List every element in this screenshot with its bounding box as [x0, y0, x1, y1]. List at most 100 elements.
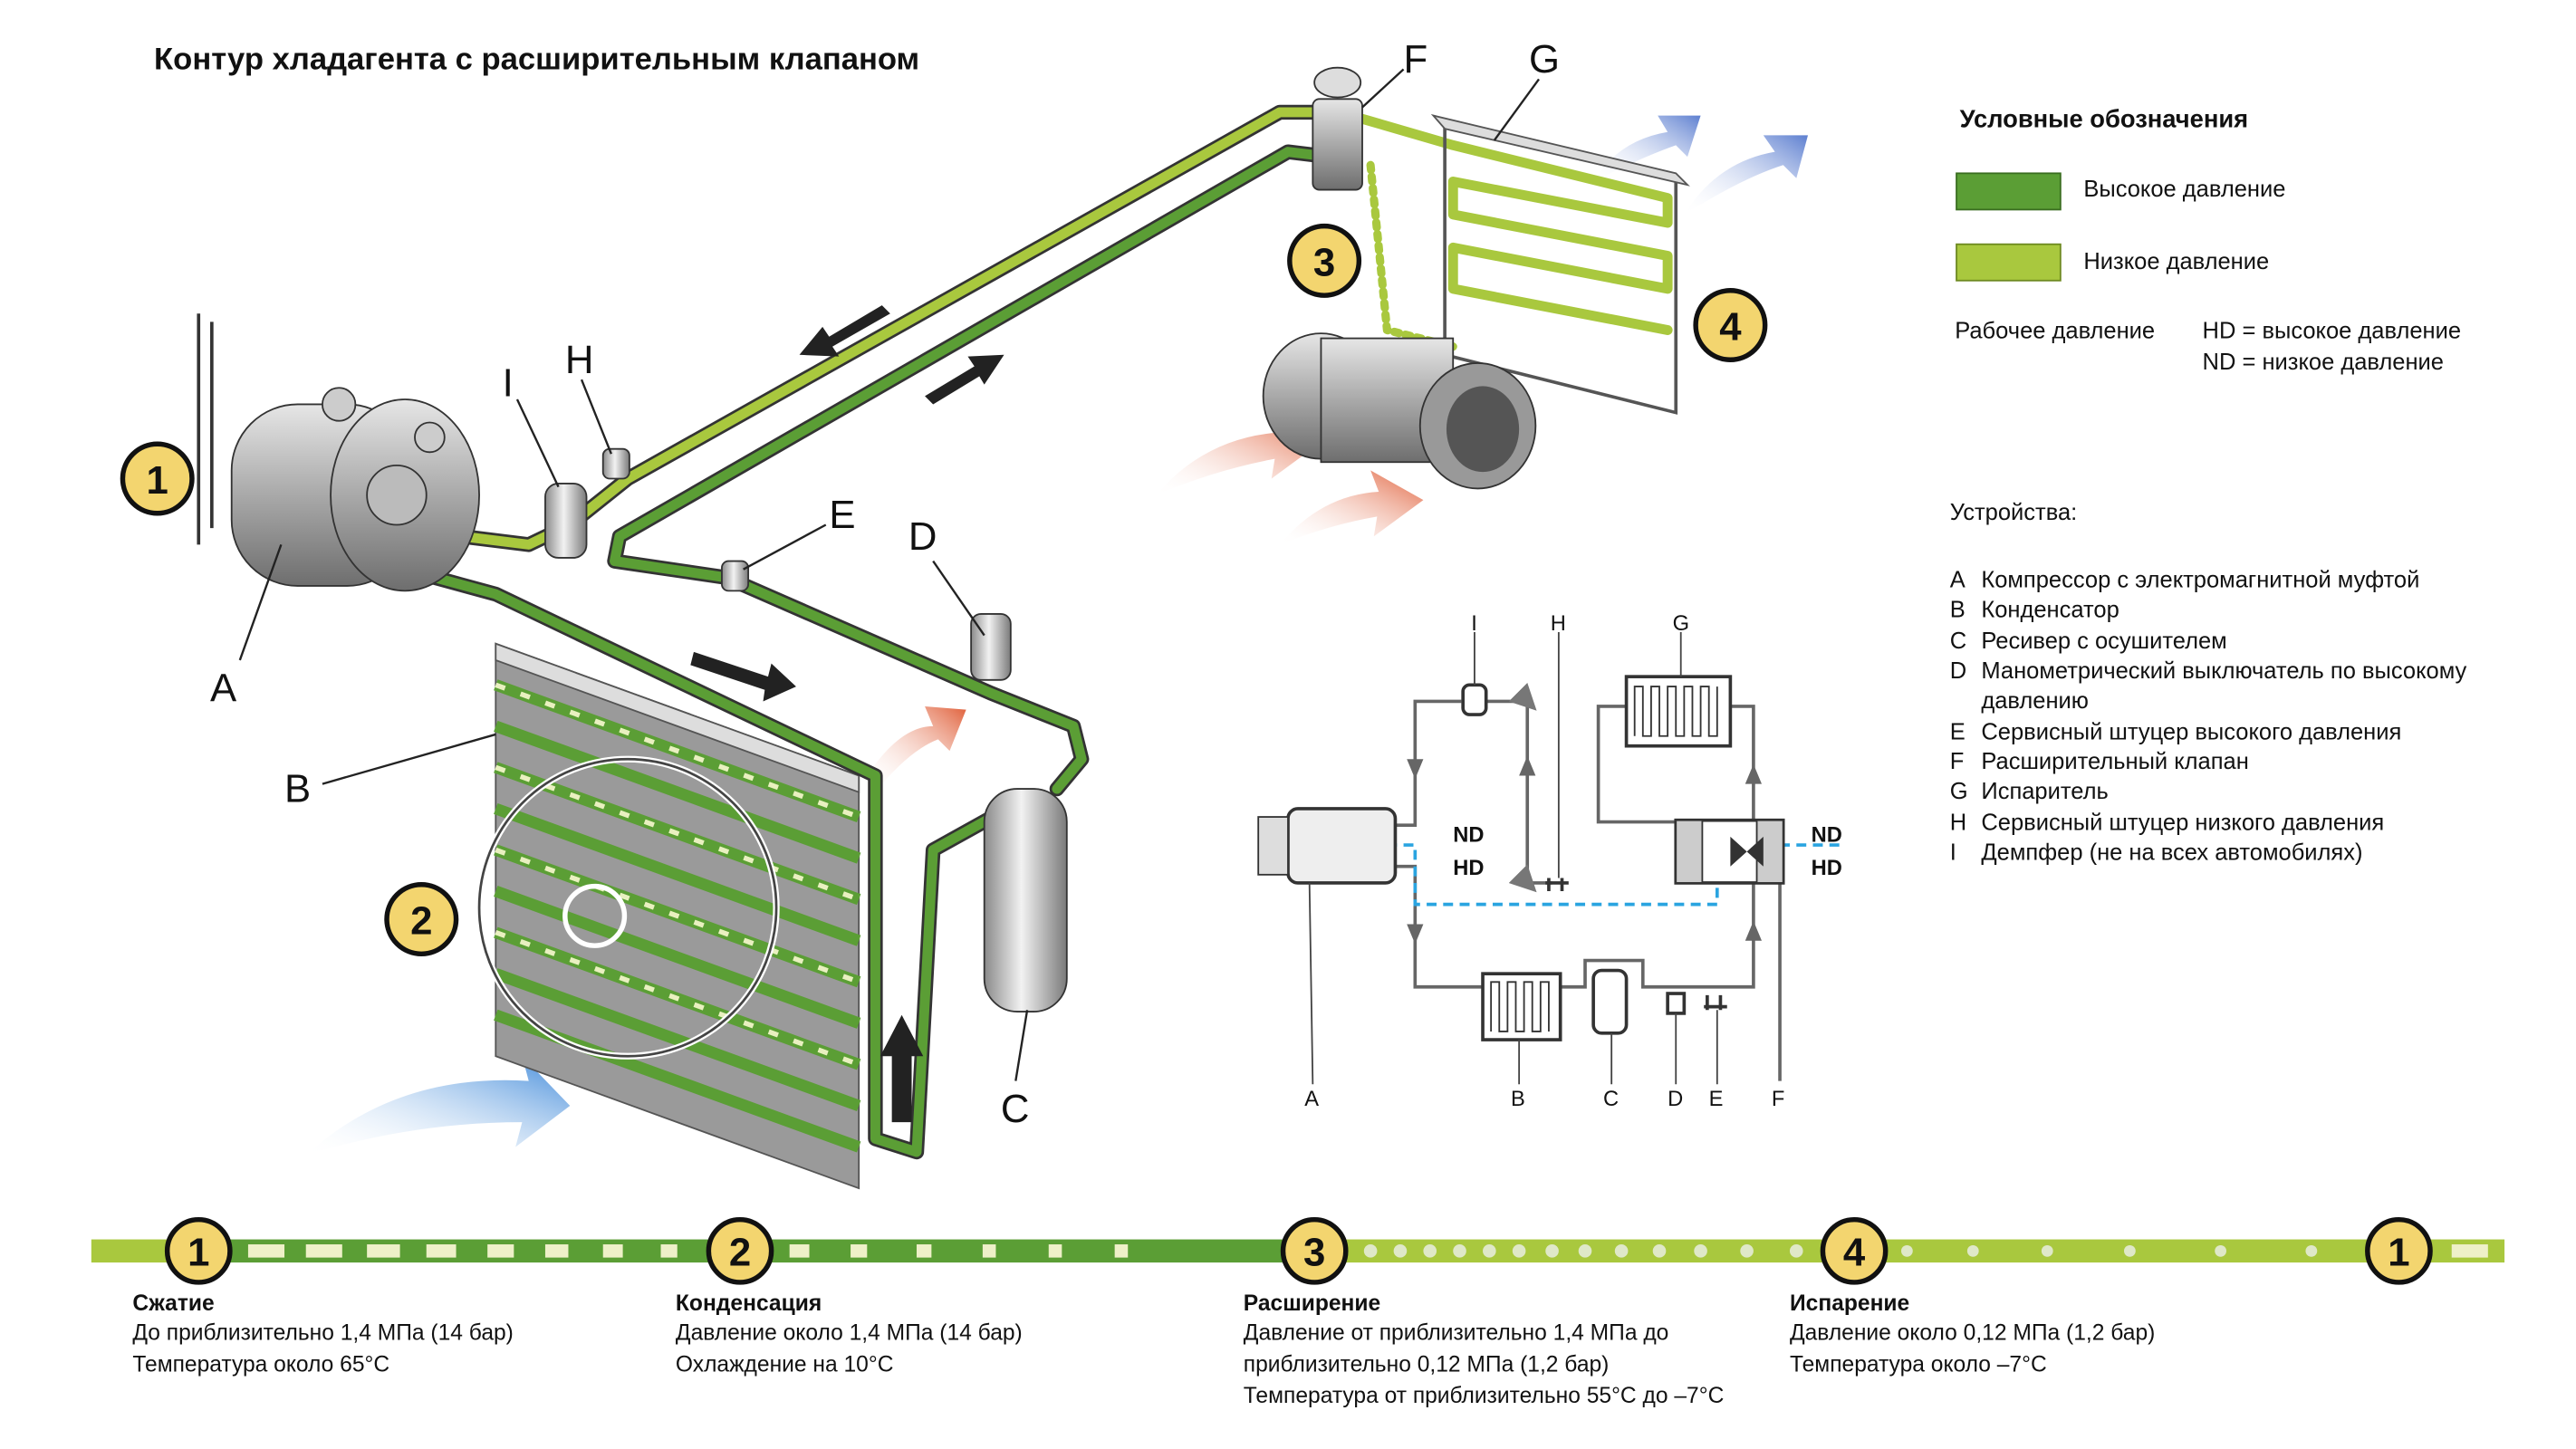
hd-label-left: HD — [1453, 857, 1484, 880]
label-c: C — [1001, 1087, 1030, 1131]
schematic-label-e: E — [1709, 1088, 1724, 1111]
svg-text:Расширение: Расширение — [1244, 1291, 1380, 1316]
stage-evaporation: Испарение Давление около 0,12 МПа (1,2 б… — [1790, 1291, 2155, 1377]
label-g: G — [1529, 37, 1560, 82]
svg-text:C: C — [1950, 629, 1966, 654]
svg-text:Ресивер с осушителем: Ресивер с осушителем — [1981, 629, 2226, 654]
label-a: A — [210, 666, 237, 710]
svg-text:Температура около 65°C: Температура около 65°C — [132, 1352, 389, 1377]
stage-badge-2: 2 — [706, 1216, 774, 1285]
low-pressure-service-port — [601, 447, 630, 480]
cold-air-arrow — [1684, 135, 1809, 215]
working-pressure-label: Рабочее давление — [1955, 319, 2155, 344]
svg-text:3: 3 — [1303, 1231, 1325, 1275]
svg-text:Давление от приблизительно 1,4: Давление от приблизительно 1,4 МПа до — [1244, 1321, 1669, 1346]
expansion-valve — [1312, 98, 1363, 191]
svg-text:давлению: давлению — [1981, 688, 2089, 714]
svg-text:A: A — [1950, 568, 1966, 593]
stage-badge-3: 3 — [1280, 1216, 1349, 1285]
device-item: B Конденсатор — [1950, 598, 2119, 623]
flow-arrow — [925, 354, 1004, 405]
svg-text:1: 1 — [147, 458, 168, 503]
svg-text:3: 3 — [1313, 240, 1335, 284]
high-pressure-label: Высокое давление — [2083, 177, 2285, 202]
blower — [1262, 332, 1537, 490]
device-item: I Демпфер (не на всех автомобилях) — [1950, 840, 2363, 865]
svg-text:4: 4 — [1843, 1231, 1866, 1275]
label-i: I — [503, 360, 514, 405]
evaporator — [1430, 114, 1690, 415]
stage-badge-4: 4 — [1820, 1216, 1889, 1285]
svg-text:Температура около –7°C: Температура около –7°C — [1790, 1352, 2047, 1377]
hd-label-right: HD — [1812, 857, 1842, 880]
svg-text:Демпфер (не на всех автомобиля: Демпфер (не на всех автомобилях) — [1981, 840, 2362, 865]
svg-text:E: E — [1950, 719, 1966, 744]
svg-text:1: 1 — [187, 1231, 209, 1275]
schematic-label-d: D — [1668, 1088, 1683, 1111]
high-pressure-swatch — [1956, 172, 2062, 211]
device-item: G Испаритель — [1950, 779, 2109, 804]
svg-text:До приблизительно 1,4 МПа (14: До приблизительно 1,4 МПа (14 бар) — [132, 1321, 514, 1346]
low-pressure-swatch — [1956, 243, 2062, 282]
device-item: A Компрессор с электромагнитной муфтой — [1950, 568, 2420, 593]
svg-text:I: I — [1950, 840, 1956, 865]
nd-definition: ND = низкое давление — [2203, 350, 2444, 375]
schematic-label-f: F — [1772, 1088, 1784, 1111]
svg-text:Охлаждение на 10°C: Охлаждение на 10°C — [676, 1352, 894, 1377]
label-b: B — [284, 767, 311, 811]
stage-expansion: Расширение Давление от приблизительно 1,… — [1244, 1291, 1725, 1408]
svg-text:Компрессор с электромагнитной: Компрессор с электромагнитной муфтой — [1981, 568, 2419, 593]
cool-air-arrow — [305, 1056, 571, 1156]
main-illustration: A B C D E F G H I 1 2 3 4 — [120, 37, 1809, 1190]
schematic-condenser — [1481, 972, 1562, 1041]
schematic-receiver — [1591, 968, 1629, 1035]
legend-heading: Условные обозначения — [1960, 104, 2248, 132]
badge-3: 3 — [1287, 223, 1362, 298]
svg-text:B: B — [1950, 598, 1966, 623]
svg-text:Сжатие: Сжатие — [132, 1291, 214, 1316]
schematic-label-b: B — [1511, 1088, 1525, 1111]
page-title: Контур хладагента с расширительным клапа… — [154, 43, 919, 77]
nd-label-right: ND — [1812, 823, 1842, 847]
schematic-label-h: H — [1551, 612, 1566, 636]
svg-text:G: G — [1950, 779, 1968, 804]
label-e: E — [829, 493, 855, 537]
badge-1: 1 — [120, 441, 195, 516]
high-pressure-service-port — [721, 560, 750, 592]
schematic-label-c: C — [1603, 1088, 1619, 1111]
svg-text:Испаритель: Испаритель — [1981, 779, 2108, 804]
stage-badge-1-repeat: 1 — [2365, 1216, 2433, 1285]
svg-text:2: 2 — [729, 1231, 751, 1275]
svg-text:Конденсатор: Конденсатор — [1981, 598, 2119, 623]
compressor — [197, 313, 480, 592]
svg-text:4: 4 — [1719, 304, 1742, 349]
svg-text:Давление около 1,4 МПа (14 бар: Давление около 1,4 МПа (14 бар) — [676, 1321, 1023, 1346]
receiver-drier — [983, 788, 1068, 1012]
svg-text:Конденсация: Конденсация — [676, 1291, 822, 1316]
schematic-compressor — [1286, 807, 1398, 885]
label-d: D — [908, 514, 937, 559]
hot-air-arrow — [867, 705, 966, 792]
svg-text:F: F — [1950, 749, 1965, 774]
svg-text:Давление около 0,12 МПа (1,2 б: Давление около 0,12 МПа (1,2 бар) — [1790, 1321, 2155, 1346]
flow-arrow — [799, 305, 890, 357]
svg-text:Расширительный клапан: Расширительный клапан — [1981, 749, 2248, 774]
schematic-label-i: I — [1471, 612, 1477, 636]
svg-text:D: D — [1950, 658, 1966, 684]
flow-arrow — [879, 1014, 924, 1123]
hd-definition: HD = высокое давление — [2203, 319, 2461, 344]
damper — [544, 483, 588, 559]
warm-air-arrow — [1279, 470, 1424, 545]
stage-compression: Сжатие До приблизительно 1,4 МПа (14 бар… — [132, 1291, 514, 1377]
process-band: 1 2 3 4 1 — [91, 1216, 2505, 1285]
label-f: F — [1404, 37, 1428, 82]
svg-text:H: H — [1950, 811, 1966, 836]
circuit-schematic: A B C D E F G H I ND HD ND HD — [1257, 612, 1842, 1111]
label-h: H — [565, 338, 594, 382]
stage-badge-1: 1 — [164, 1216, 233, 1285]
svg-text:1: 1 — [2388, 1231, 2409, 1275]
svg-text:2: 2 — [410, 898, 432, 943]
